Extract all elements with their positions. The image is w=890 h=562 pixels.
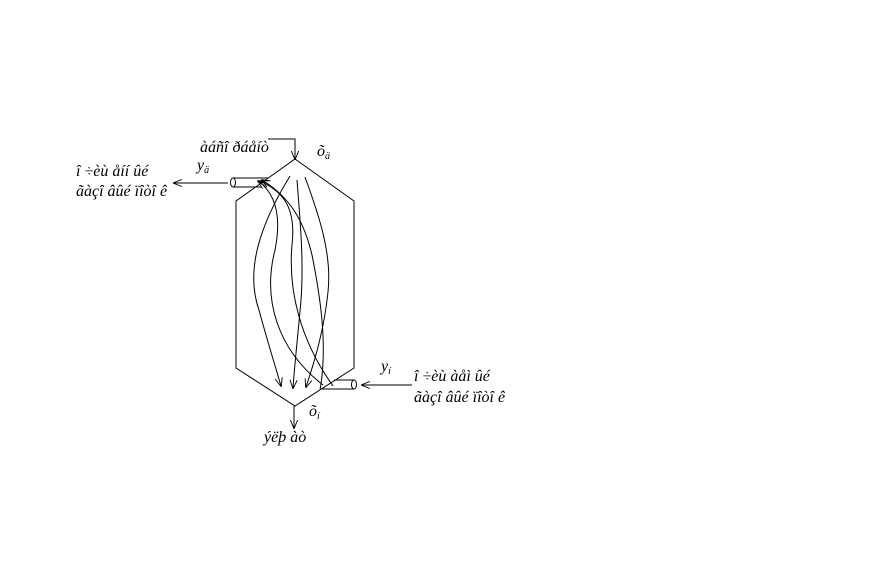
- y-bottom-label: yí: [381, 358, 391, 377]
- top-outlet-nozzle: [230, 177, 268, 188]
- exit-gas-label-line2: ãàçî âûé ïîòî ê: [76, 183, 168, 200]
- feed-inlet-line: [268, 138, 295, 159]
- x-bottom-label: õí: [309, 403, 320, 422]
- bottom-inlet-nozzle: [322, 379, 357, 390]
- inlet-gas-label-line1: î ÷èù àåì ûé: [414, 368, 490, 385]
- column-body: [235, 158, 355, 407]
- inlet-gas-label-line2: ãàçî âûé ïîòî ê: [414, 389, 506, 406]
- feed-label: àáñî ðáåíò: [200, 139, 269, 156]
- x-top-label: õä: [317, 143, 330, 162]
- y-top-label: yä: [197, 157, 210, 176]
- eluate-label: ýëþ àò: [264, 429, 307, 446]
- exit-gas-label-line1: î ÷èù åíí ûé: [76, 163, 149, 180]
- upward-flow-curves: [258, 180, 334, 391]
- downward-flow-curves: [253, 175, 330, 388]
